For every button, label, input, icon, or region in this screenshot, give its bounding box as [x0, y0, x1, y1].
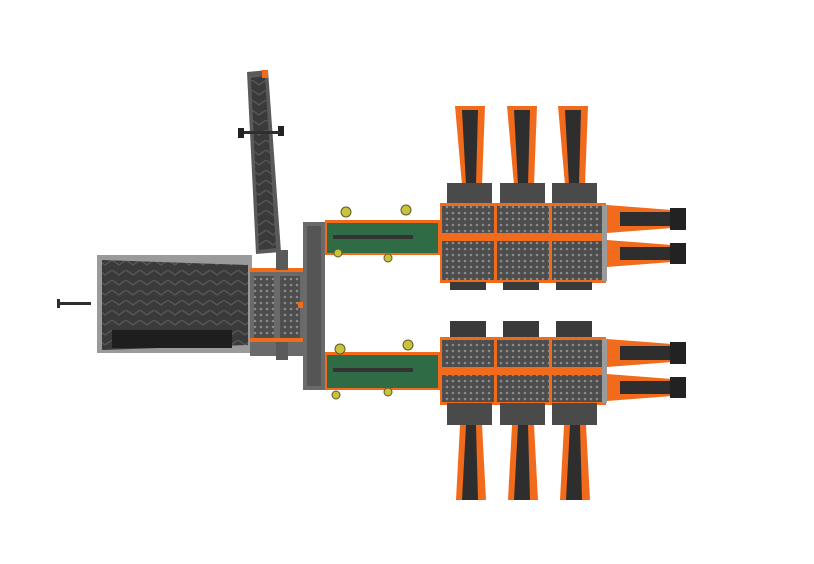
wheel — [400, 204, 412, 216]
wheel — [334, 343, 346, 355]
discharge-conveyors-top — [607, 205, 686, 267]
screen-bank-bottom — [440, 321, 686, 500]
conveyor-wheels — [331, 204, 414, 400]
screen-bank-top — [440, 106, 686, 290]
cross-conveyor — [298, 222, 325, 390]
oversize-chutes-bottom — [447, 403, 597, 500]
transfer-conveyor-bottom — [325, 352, 440, 390]
feed-hopper — [97, 255, 252, 353]
feeder-section — [250, 250, 306, 360]
wheel — [340, 206, 352, 218]
oversize-chutes-top — [447, 106, 597, 207]
wheel — [331, 390, 341, 400]
hopper-drawbar — [57, 299, 91, 308]
transfer-conveyor-top — [325, 220, 440, 255]
wheel — [402, 339, 414, 351]
wheel — [383, 253, 393, 263]
wheel — [383, 387, 393, 397]
inclined-stacker-conveyor — [238, 70, 284, 254]
discharge-conveyors-bottom — [607, 339, 686, 401]
wheel — [333, 248, 343, 258]
